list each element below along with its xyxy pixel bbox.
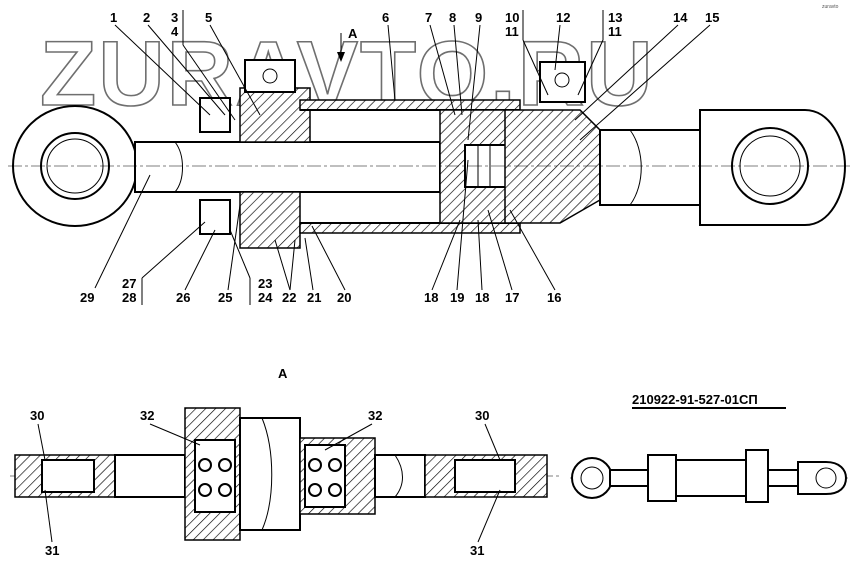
bottom-callouts: 29 27 28 26 25 23 24 22 21 20 18 19 18 1…	[80, 159, 561, 305]
callout-7: 7	[425, 10, 432, 25]
callout-24: 24	[258, 290, 273, 305]
document-code: 210922-91-527-01СП	[632, 392, 758, 407]
piston-rod	[134, 141, 441, 193]
callout-30b: 30	[475, 408, 489, 423]
callout-18a: 18	[424, 290, 438, 305]
callout-22: 22	[282, 290, 296, 305]
callout-11b: 11	[608, 24, 622, 39]
callout-25: 25	[218, 290, 232, 305]
section-arrow-label: A	[348, 26, 358, 41]
view-a-callouts: 30 32 32 30 31 31	[30, 408, 501, 558]
callout-15: 15	[705, 10, 719, 25]
callout-23: 23	[258, 276, 272, 291]
callout-3: 3	[171, 10, 178, 25]
callout-6: 6	[382, 10, 389, 25]
corner-mark: zuravto	[822, 4, 839, 10]
view-a-drawing	[10, 407, 560, 541]
gland-top	[239, 87, 311, 143]
callout-13: 13	[608, 10, 622, 25]
callout-17: 17	[505, 290, 519, 305]
callout-5: 5	[205, 10, 212, 25]
callout-9: 9	[475, 10, 482, 25]
callout-16: 16	[547, 290, 561, 305]
callout-1: 1	[110, 10, 117, 25]
callout-21: 21	[307, 290, 321, 305]
callout-20: 20	[337, 290, 351, 305]
gland-bottom	[239, 191, 301, 249]
callout-4: 4	[171, 24, 179, 39]
view-a-label: A	[278, 366, 288, 381]
callout-10: 10	[505, 10, 519, 25]
top-callouts: 1 2 3 4 5 6 7 8 9 10 11 12 13 11 14 15	[110, 10, 719, 141]
callout-32b: 32	[368, 408, 382, 423]
callout-26: 26	[176, 290, 190, 305]
callout-8: 8	[449, 10, 456, 25]
callout-18b: 18	[475, 290, 489, 305]
callout-31a: 31	[45, 543, 59, 558]
callout-12: 12	[556, 10, 570, 25]
callout-28: 28	[122, 290, 136, 305]
callout-2: 2	[143, 10, 150, 25]
callout-14: 14	[673, 10, 688, 25]
callout-32a: 32	[140, 408, 154, 423]
callout-11a: 11	[505, 24, 519, 39]
tube-wall-top	[299, 99, 521, 111]
overview-thumbnail	[570, 449, 848, 503]
tube-wall-bottom	[299, 222, 521, 234]
callout-19: 19	[450, 290, 464, 305]
callout-31b: 31	[470, 543, 484, 558]
rear-stem	[599, 129, 701, 206]
main-section-view	[8, 33, 850, 249]
callout-29: 29	[80, 290, 94, 305]
callout-30a: 30	[30, 408, 44, 423]
view-a-tube	[239, 417, 301, 531]
callout-27: 27	[122, 276, 136, 291]
end-cap	[504, 109, 601, 224]
